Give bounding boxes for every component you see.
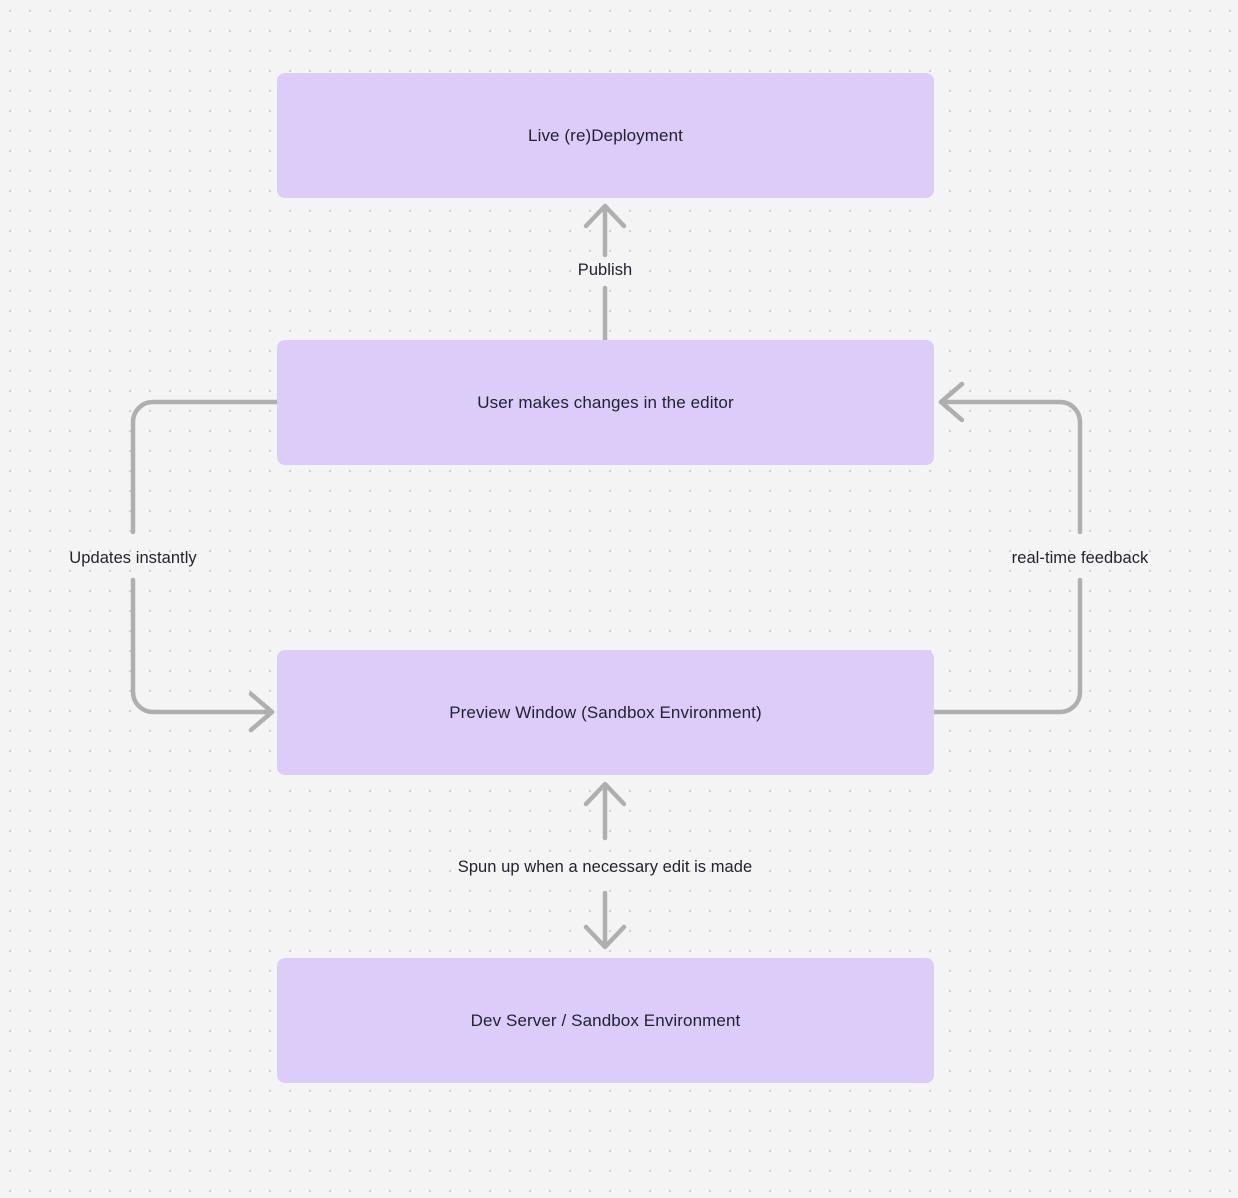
edge-label-real-time-feedback: real-time feedback <box>1011 548 1149 567</box>
edge-publish <box>583 203 627 343</box>
edge-spun-up <box>583 781 627 950</box>
node-dev-server[interactable]: Dev Server / Sandbox Environment <box>277 958 934 1083</box>
edge-label-spun-up: Spun up when a necessary edit is made <box>457 857 753 876</box>
node-dev-server-label: Dev Server / Sandbox Environment <box>470 1010 741 1030</box>
edge-label-updates-instantly: Updates instantly <box>69 548 197 567</box>
node-preview-window-label: Preview Window (Sandbox Environment) <box>449 702 762 722</box>
edge-updates-instantly <box>130 399 280 733</box>
edge-real-time-feedback <box>930 381 1083 715</box>
edge-label-publish: Publish <box>577 260 633 279</box>
node-preview-window[interactable]: Preview Window (Sandbox Environment) <box>277 650 934 775</box>
node-live-deployment[interactable]: Live (re)Deployment <box>277 73 934 198</box>
node-user-edits-label: User makes changes in the editor <box>477 392 734 412</box>
node-live-deployment-label: Live (re)Deployment <box>528 125 683 145</box>
node-user-edits[interactable]: User makes changes in the editor <box>277 340 934 465</box>
